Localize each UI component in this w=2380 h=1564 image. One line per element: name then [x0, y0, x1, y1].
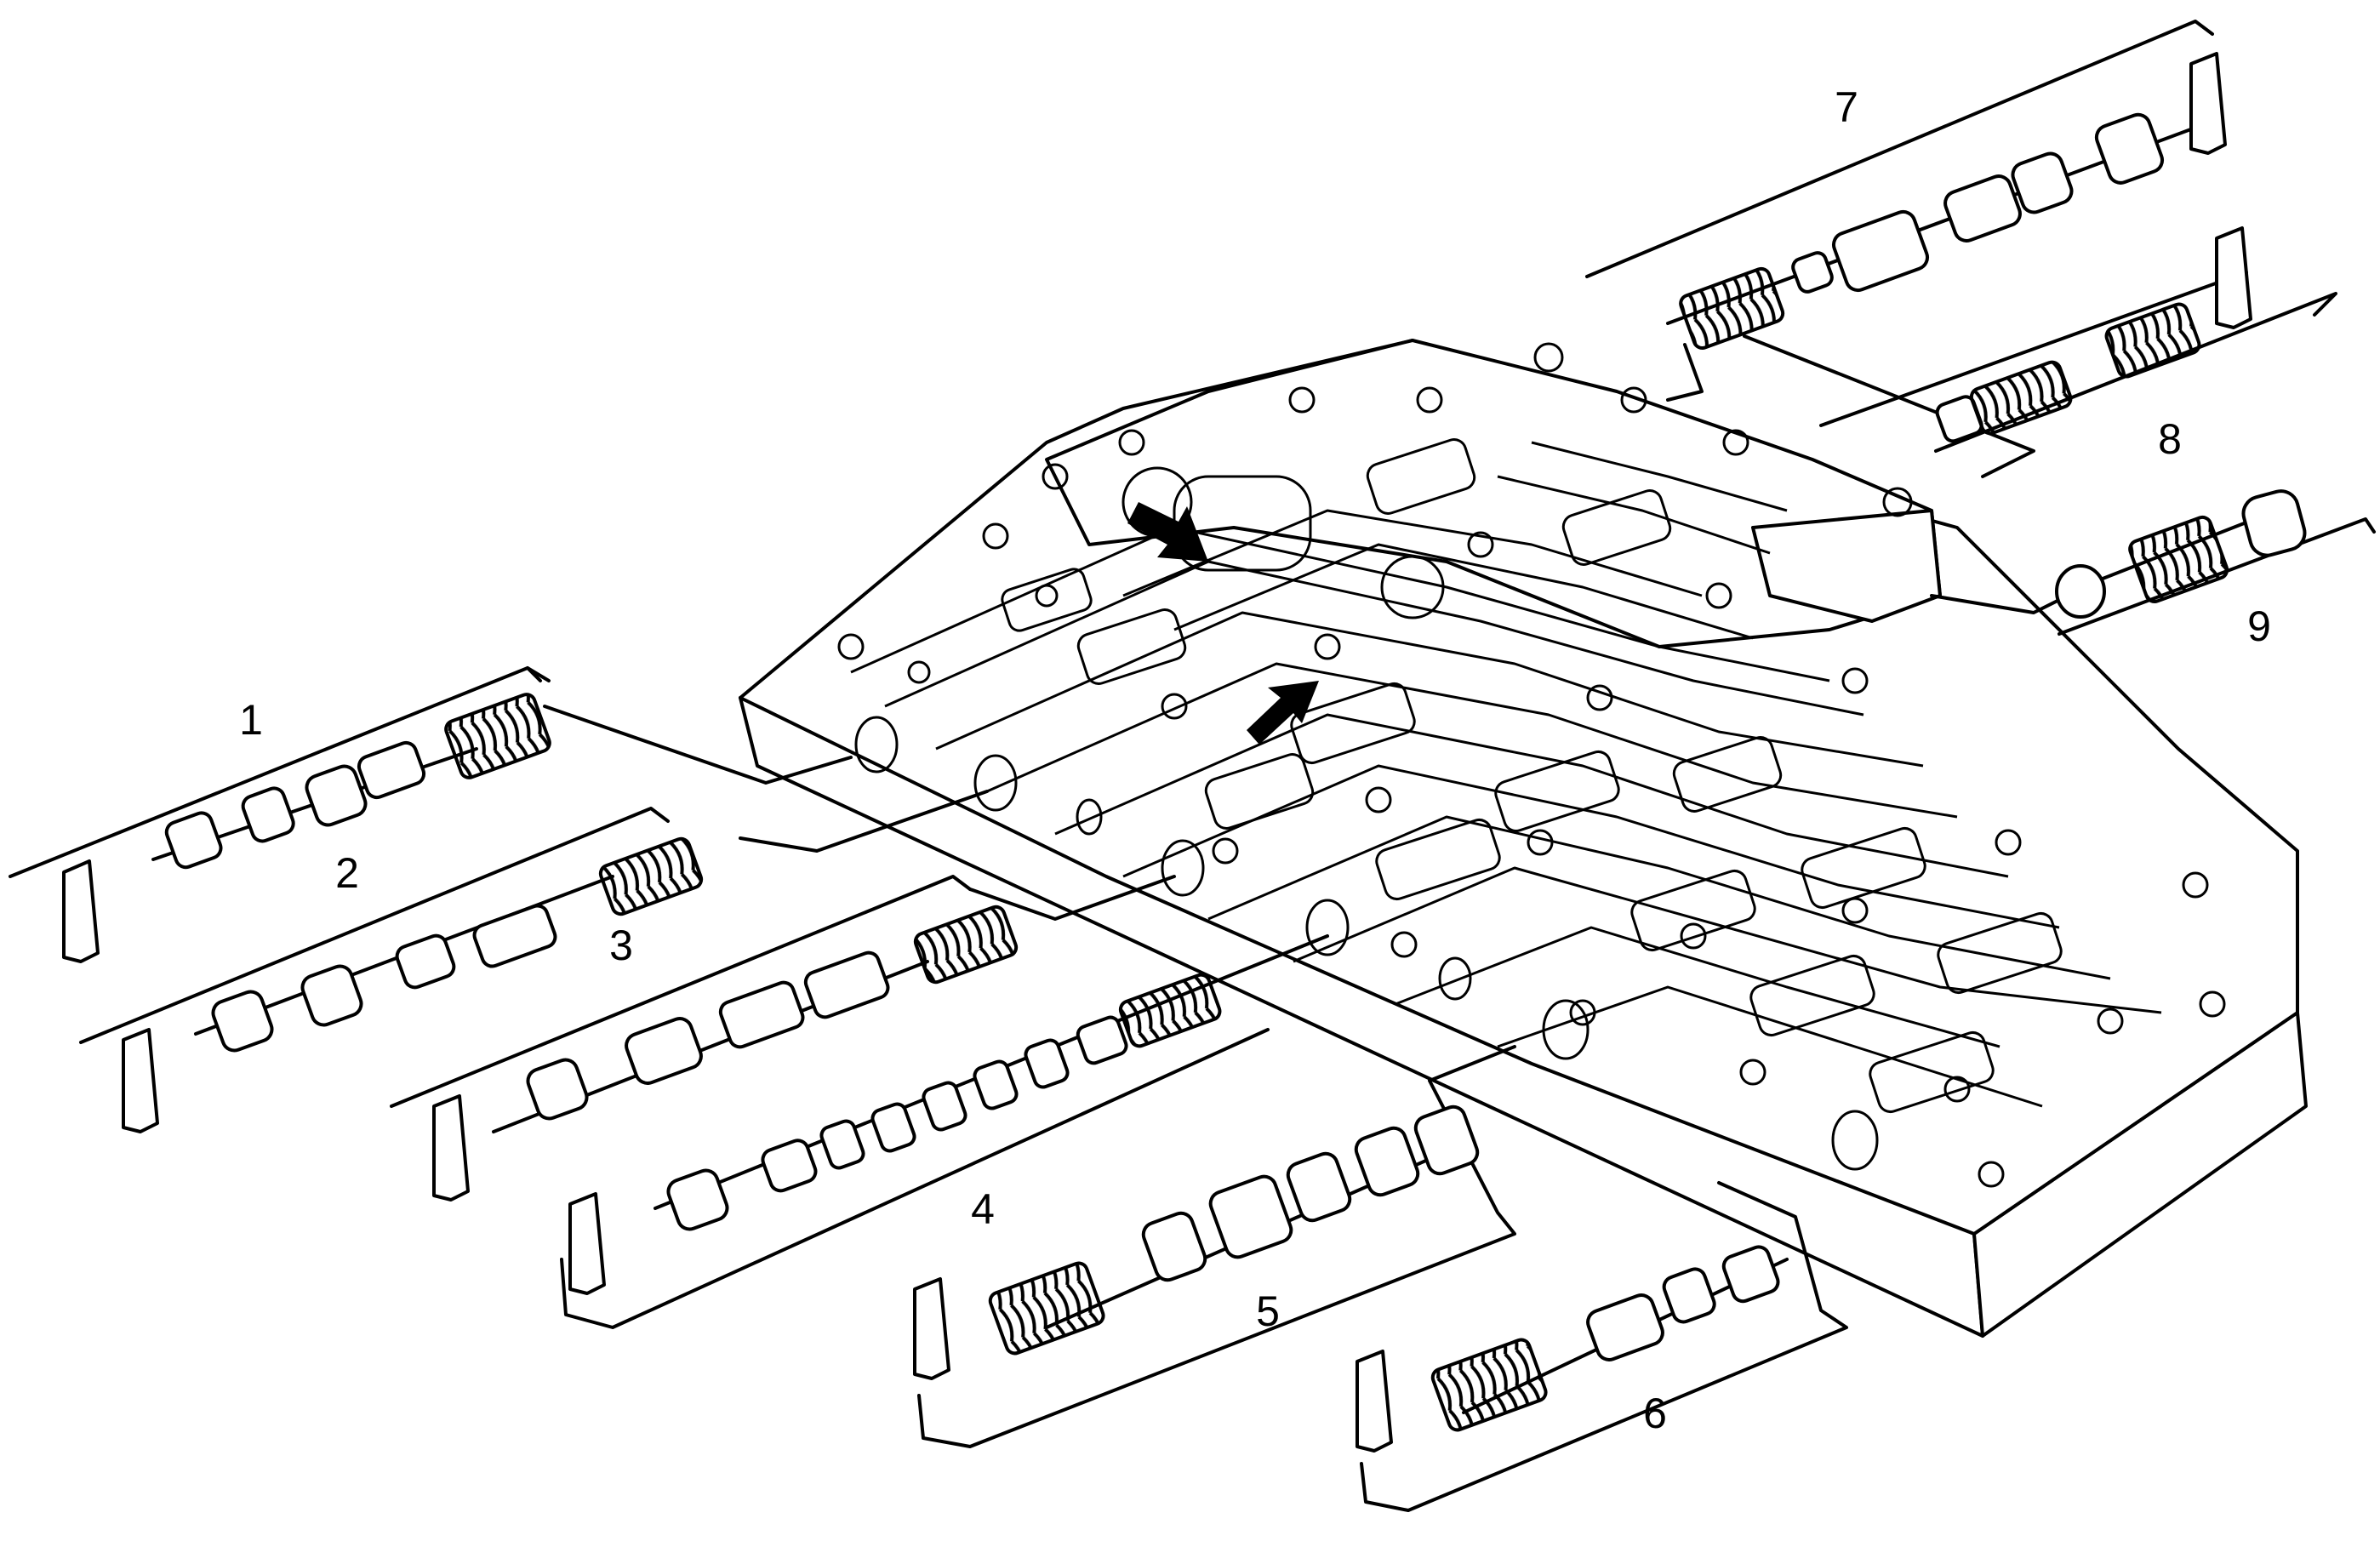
- valve-assembly-7: [1585, 20, 2227, 402]
- valve-assembly-2: [79, 790, 989, 1133]
- callout-7: 7: [1835, 83, 1858, 131]
- valve-body-bores: [854, 716, 1879, 1171]
- valve-body-slots: [1001, 438, 2063, 1114]
- valve-body: [739, 339, 2308, 1338]
- valve-assembly-3: [390, 875, 1176, 1202]
- callout-1: 1: [239, 696, 263, 744]
- callout-3: 3: [609, 922, 633, 969]
- valve-assembly-1: [9, 666, 853, 963]
- valve-assembly-6: [1356, 1181, 1848, 1512]
- valve-assembly-4: [560, 934, 1329, 1329]
- valve-assembly-9: [1930, 489, 2376, 636]
- locator-arrow-icon: [1247, 681, 1319, 745]
- locator-arrow-icon: [1127, 502, 1208, 562]
- callout-9: 9: [2247, 602, 2271, 650]
- callout-2: 2: [335, 849, 359, 897]
- valve-assembly-5: [913, 1045, 1516, 1448]
- callout-6: 6: [1643, 1390, 1667, 1437]
- callout-8: 8: [2158, 415, 2182, 463]
- callout-5: 5: [1256, 1287, 1280, 1335]
- valve-body-channels: [850, 441, 2162, 1108]
- valve-body-boss: [1751, 509, 1942, 623]
- callout-4: 4: [971, 1185, 995, 1233]
- valve-assembly-8: [1743, 226, 2337, 478]
